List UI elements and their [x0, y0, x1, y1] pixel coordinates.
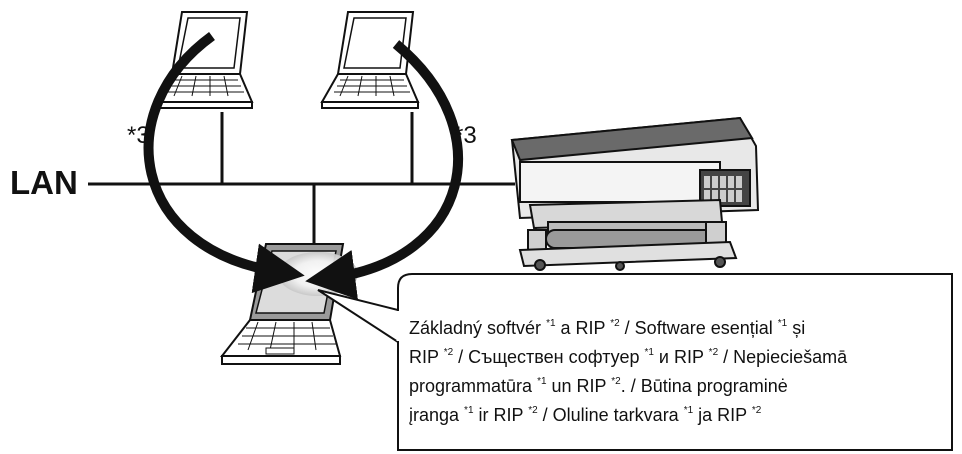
callout-text-segment: и RIP — [653, 347, 709, 367]
note-label-left: *3 — [127, 122, 150, 149]
footnote-marker: *1 — [777, 318, 788, 329]
footnote-marker: *2 — [611, 376, 621, 387]
callout-text-segment: a RIP — [555, 318, 611, 338]
callout-text-segment: programmatūra — [409, 376, 538, 396]
callout-text-segment: ja RIP — [693, 405, 752, 425]
footnote-marker: *1 — [546, 318, 556, 329]
callout-text-segment: RIP — [409, 347, 444, 367]
callout-text-segment: un RIP — [546, 376, 612, 396]
lan-label: LAN — [10, 164, 78, 201]
callout-text-segment: / Съществен софтуер — [453, 347, 645, 367]
footnote-marker: *1 — [537, 376, 547, 387]
callout-text-segment: ir RIP — [473, 405, 529, 425]
callout-box — [317, 273, 953, 451]
arrow-right-curve — [305, 40, 463, 300]
callout-text-segment: / Oluline tarkvara — [537, 405, 684, 425]
callout-text-segment: și — [787, 318, 806, 338]
callout-text: Základný softvér *1 a RIP *2 / Software … — [409, 314, 944, 430]
footnote-marker: *2 — [708, 347, 719, 358]
footnote-marker: *2 — [528, 405, 538, 416]
laptop-left-icon — [154, 11, 254, 109]
callout-text-segment: Základný softvér — [409, 318, 547, 338]
callout-text-segment: / Nepieciešamā — [718, 347, 848, 367]
footnote-marker: *2 — [751, 405, 762, 416]
footnote-marker: *2 — [443, 347, 454, 358]
footnote-marker: *1 — [683, 405, 694, 416]
laptop-right-icon — [320, 11, 420, 109]
footnote-marker: *1 — [464, 405, 474, 416]
arrow-left-curve — [143, 31, 305, 294]
note-label-right: *3 — [454, 122, 477, 149]
footnote-marker: *1 — [644, 347, 654, 358]
curved-arrows — [143, 31, 463, 300]
callout-text-segment: įranga — [409, 405, 465, 425]
footnote-marker: *2 — [610, 318, 620, 329]
printer-icon — [510, 116, 760, 271]
callout-text-segment: / Software esențial — [619, 318, 778, 338]
callout-text-segment: . / Būtina programinė — [620, 376, 788, 396]
